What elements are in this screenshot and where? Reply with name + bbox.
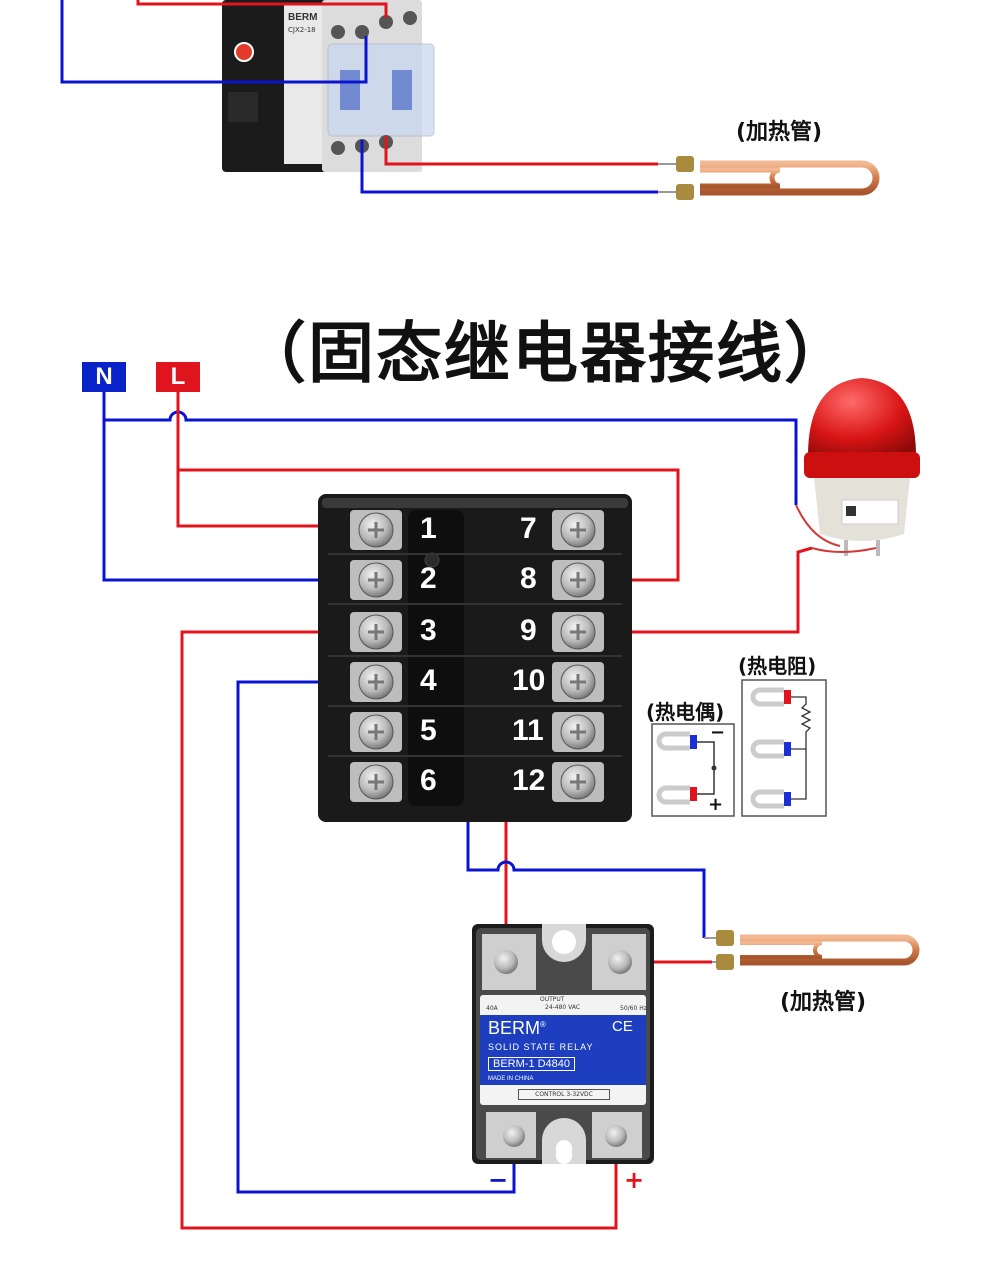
contactor [222, 0, 435, 172]
terminal-label-10: 10 [512, 664, 546, 697]
terminal-3-to-ssr-plus [180, 630, 618, 1230]
terminal-label-9: 9 [520, 614, 537, 647]
neutral-wire-top [60, 0, 368, 84]
contactor-terminal [379, 15, 393, 29]
top-wires [60, 0, 658, 194]
heater-fitting [716, 930, 734, 946]
heater-fitting [676, 184, 694, 200]
neutral-to-lamp [104, 410, 798, 505]
resistor-icon [791, 696, 812, 750]
heater-live-wire-top [384, 136, 658, 166]
controller-center-panel [408, 510, 464, 806]
rtd-terminal-red [784, 690, 791, 704]
contactor-indicator-icon [234, 42, 254, 62]
terminal-label-2: 2 [420, 562, 437, 595]
page-title: （固态继电器接线） [240, 315, 852, 392]
ssr-frequency: 50/60 Hz [620, 1005, 647, 1012]
terminal-4-to-ssr-minus [236, 680, 516, 1194]
thermocouple-plus-sign: + [708, 794, 724, 815]
lamp-ring [804, 452, 920, 478]
terminal-label-8: 8 [520, 562, 537, 595]
thermocouple-label: (热电偶) [646, 700, 725, 724]
ssr-label-plate [480, 1015, 646, 1097]
alarm-lamp [795, 378, 920, 556]
ssr-registered-mark: ® [540, 1020, 546, 1029]
neutral-to-terminal-2 [102, 392, 378, 582]
live-badge: L [156, 362, 200, 392]
thermocouple-plus-terminal [690, 787, 697, 801]
terminal-label-7: 7 [520, 512, 537, 545]
rtd-terminal-blue [784, 792, 791, 806]
terminal-label-1: 1 [420, 512, 437, 545]
contactor-model: CJX2-18 [288, 26, 316, 34]
heater-top-label: (加热管) [736, 120, 823, 145]
live-to-terminal-1 [176, 392, 378, 528]
contactor-terminal [403, 11, 417, 25]
ssr-output-label: OUTPUT [540, 996, 565, 1003]
contactor-terminal [355, 25, 369, 39]
ssr-plus-label: + [624, 1166, 645, 1194]
terminal-label-4: 4 [420, 664, 437, 697]
contactor-brand: BERM [288, 12, 318, 23]
contactor-terminal [331, 25, 345, 39]
terminal-label-3: 3 [420, 614, 437, 647]
ssr-minus-label: − [488, 1166, 509, 1194]
live-wire-top [136, 0, 388, 18]
terminal-label-12: 12 [512, 764, 546, 797]
lamp-dome [808, 378, 916, 456]
terminal-2-to-heater [378, 578, 706, 938]
controller-right-terminals [328, 510, 622, 802]
heater-fitting [716, 954, 734, 970]
ssr-subtitle: SOLID STATE RELAY [488, 1042, 594, 1052]
rtd-terminal-blue [784, 742, 791, 756]
terminal-9-to-lamp [578, 546, 813, 634]
terminal-label-11: 11 [512, 714, 544, 747]
ssr-brand-text: BERM [488, 1018, 541, 1038]
contactor-mount [228, 92, 258, 122]
heater-tube-bottom [704, 930, 920, 970]
ssr-current: 40A [486, 1005, 498, 1012]
ssr-brand: BERM® [488, 1018, 546, 1039]
ssr-model: BERM-1 D4840 [488, 1057, 576, 1071]
thermocouple-minus-terminal [690, 735, 697, 749]
contactor-label-panel [284, 4, 324, 164]
heater-bottom-label: (加热管) [780, 990, 867, 1015]
rtd-diagram [741, 679, 827, 817]
rtd-label: (热电阻) [738, 654, 817, 678]
neutral-badge: N [82, 362, 126, 392]
ssr-control-strip [480, 1085, 646, 1105]
ssr-control-spec: CONTROL 3-32VDC [518, 1089, 610, 1100]
heater-fitting [676, 156, 694, 172]
thermocouple-minus-sign: − [710, 722, 726, 743]
contactor-terminal [331, 141, 345, 155]
terminal-label-6: 6 [420, 764, 437, 797]
ssr-output-strip [480, 995, 646, 1015]
terminal-label-5: 5 [420, 714, 437, 747]
ssr-made-in: MADE IN CHINA [488, 1076, 534, 1082]
ssr-output-voltage: 24-480 VAC [545, 1004, 581, 1011]
thermocouple-diagram [651, 723, 735, 817]
heater-neutral-wire-top [360, 140, 658, 194]
contactor-cover [327, 43, 435, 137]
heater-tube-top [658, 156, 880, 200]
ce-mark-icon: CE [612, 1018, 633, 1035]
